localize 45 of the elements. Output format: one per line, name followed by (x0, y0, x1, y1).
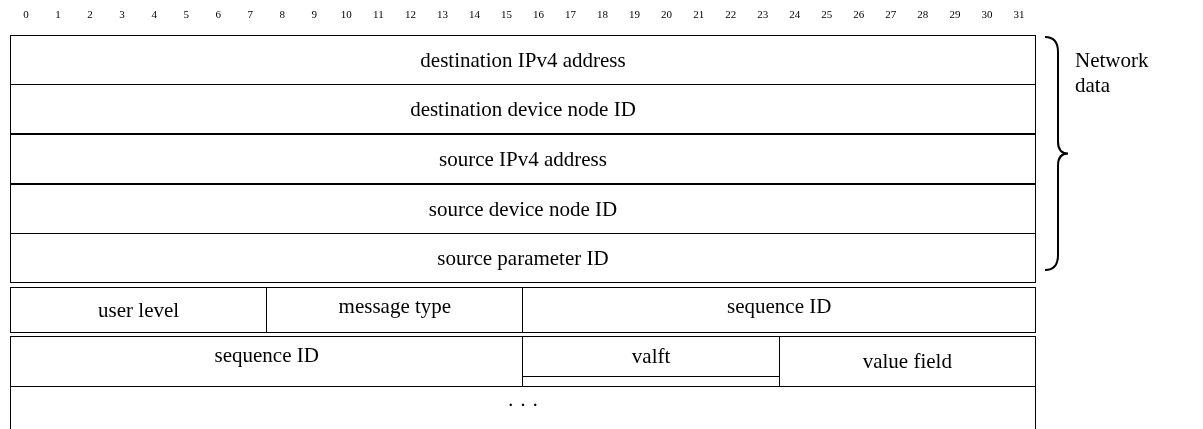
packet-field: source parameter ID (10, 233, 1036, 283)
bit-number: 1 (54, 8, 62, 20)
packet-field: message type (266, 287, 524, 333)
bit-number: 8 (278, 8, 286, 20)
bit-number: 15 (499, 8, 513, 20)
bit-number: 12 (403, 8, 417, 20)
bit-number: 26 (852, 8, 866, 20)
group-label: Network data (1075, 48, 1150, 98)
bit-number: 19 (628, 8, 642, 20)
bit-number: 23 (756, 8, 770, 20)
packet-field: source device node ID (10, 184, 1036, 234)
bit-number: 4 (150, 8, 158, 20)
bit-number: 14 (467, 8, 481, 20)
bit-number: 17 (564, 8, 577, 20)
packet-field: value field (778, 336, 1036, 387)
bit-number: 3 (118, 8, 126, 20)
bit-number: 30 (980, 8, 994, 20)
bit-number: 28 (916, 8, 930, 20)
bit-number: 5 (182, 8, 190, 20)
packet-field: sequence ID (522, 287, 1036, 333)
bit-number: 20 (660, 8, 674, 20)
bit-number: 22 (724, 8, 738, 20)
packet-field: sequence ID (10, 336, 524, 387)
bit-number: 31 (1012, 8, 1026, 20)
packet-field: · · · (10, 386, 1036, 429)
bit-number: 2 (86, 8, 94, 20)
bit-number: 11 (372, 8, 385, 20)
packet-field: destination device node ID (10, 84, 1036, 134)
bit-number: 27 (884, 8, 898, 20)
packet-field: destination IPv4 address (10, 35, 1036, 85)
bit-number: 16 (532, 8, 545, 20)
packet-field: source IPv4 address (10, 134, 1036, 184)
packet-field: valft (522, 336, 780, 377)
bit-number: 7 (246, 8, 254, 20)
bit-number: 6 (214, 8, 222, 20)
bit-number: 0 (22, 8, 30, 20)
bit-number: 21 (692, 8, 706, 20)
bit-number: 29 (948, 8, 962, 20)
bit-number: 25 (820, 8, 834, 20)
bit-number: 9 (310, 8, 319, 20)
bit-number: 13 (435, 8, 449, 20)
bit-number: 24 (788, 8, 802, 20)
bit-number: 18 (596, 8, 610, 20)
bit-number: 10 (339, 8, 353, 20)
packet-field: user level (10, 287, 268, 333)
